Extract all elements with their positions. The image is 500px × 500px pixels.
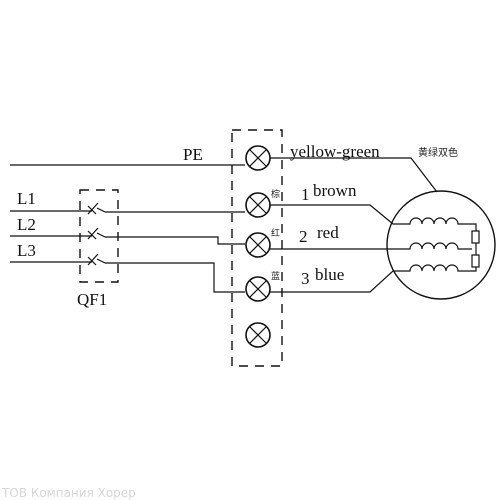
terminal-3 <box>245 276 271 302</box>
num-3-label: 3 <box>301 269 310 288</box>
l1-label: L1 <box>17 189 36 208</box>
motor-circle <box>386 190 496 300</box>
terminal-spare <box>245 322 271 348</box>
breaker-qf1-box <box>79 189 119 283</box>
breaker-contacts <box>87 202 106 266</box>
terminal-block-box <box>231 129 283 367</box>
brown-label: brown <box>313 181 357 200</box>
brown-cn-mark: 棕 <box>271 188 280 200</box>
watermark-text: TOB Компания Хорер <box>1 486 136 500</box>
blue-cn-mark: 蓝 <box>271 270 280 282</box>
pe-label: PE <box>183 145 203 164</box>
motor-windings <box>404 217 480 272</box>
num-1-label: 1 <box>301 185 310 204</box>
terminal-1 <box>245 192 271 218</box>
yellow-green-label: yellow-green <box>290 142 380 161</box>
blue-label: blue <box>315 265 344 284</box>
terminal-pe <box>245 145 271 171</box>
motor-feed-wires <box>270 157 438 293</box>
red-label: red <box>317 223 339 242</box>
breaker-output-wires <box>105 211 245 293</box>
red-cn-mark: 红 <box>271 227 280 239</box>
breaker-label: QF1 <box>77 290 107 309</box>
l2-label: L2 <box>17 215 36 234</box>
yellow-green-cn-label: 黄绿双色 <box>418 146 458 159</box>
num-2-label: 2 <box>299 227 308 246</box>
l3-label: L3 <box>17 241 36 260</box>
terminal-2 <box>245 232 271 258</box>
